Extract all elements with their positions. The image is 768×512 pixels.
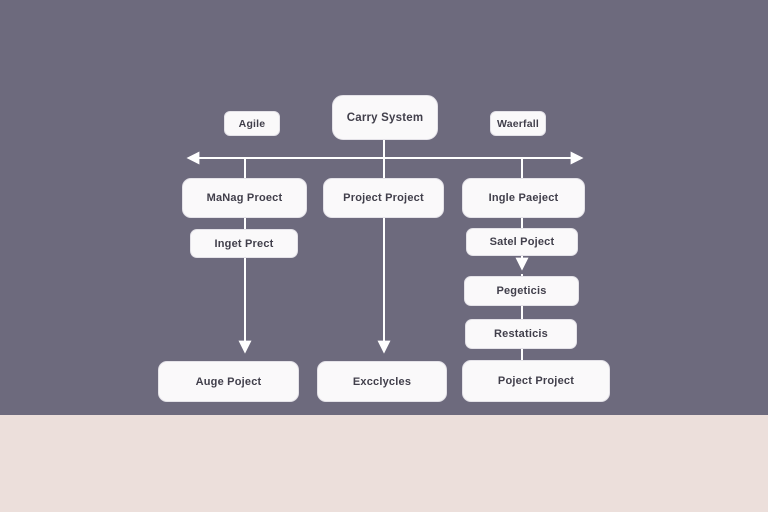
- node-carry-system: Carry System: [332, 95, 438, 140]
- node-auge-poject: Auge Poject: [158, 361, 299, 402]
- node-ingle-paeject: Ingle Paeject: [462, 178, 585, 218]
- node-agile: Agile: [224, 111, 280, 136]
- node-inget-prect: Inget Prect: [190, 229, 298, 258]
- node-waerfall: Waerfall: [490, 111, 546, 136]
- node-manag-proect: MaNag Proect: [182, 178, 307, 218]
- node-pegeticis: Pegeticis: [464, 276, 579, 306]
- node-project-project: Project Project: [323, 178, 444, 218]
- footer-band: [0, 415, 768, 512]
- node-excclycles: Excclycles: [317, 361, 447, 402]
- node-poject-project: Poject Project: [462, 360, 610, 402]
- node-restaticis: Restaticis: [465, 319, 577, 349]
- node-satel-poject: Satel Poject: [466, 228, 578, 256]
